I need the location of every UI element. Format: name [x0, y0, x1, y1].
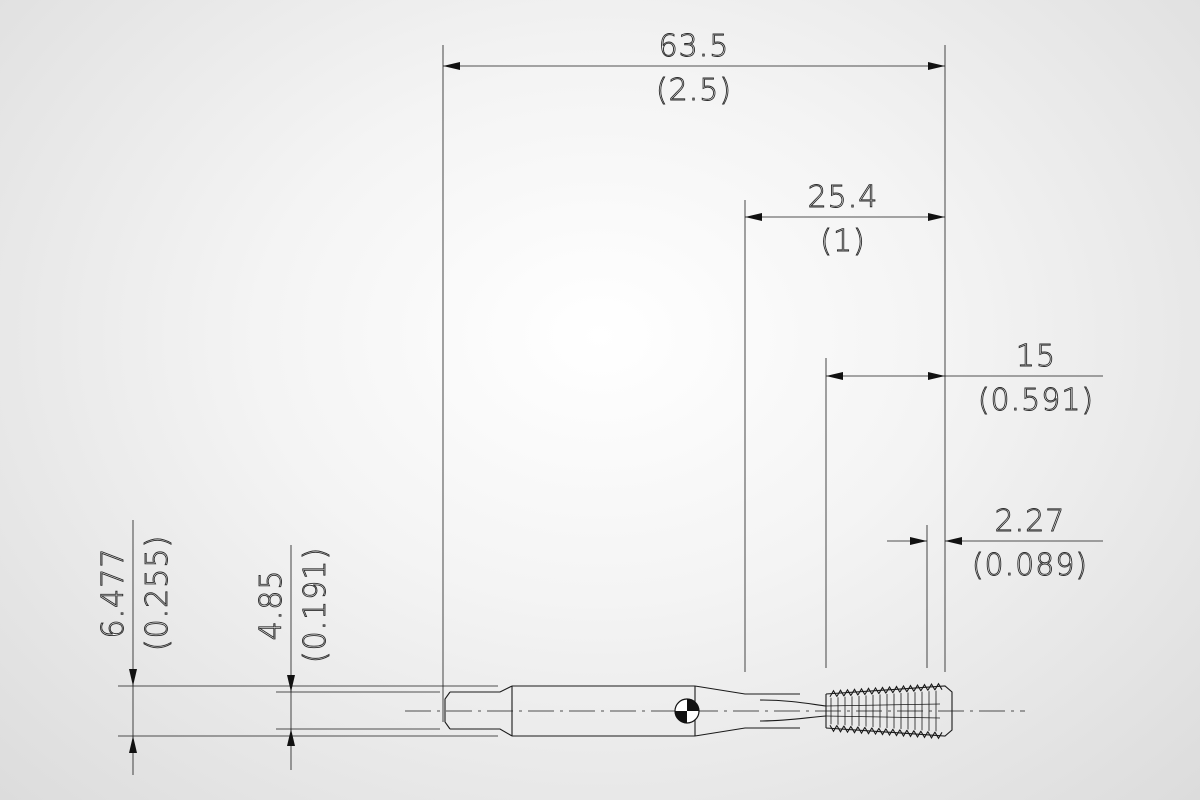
square-drive-end	[444, 691, 451, 730]
point-length-imperial: (0.089)	[972, 548, 1088, 583]
thread-length-dimension: 25.4 (1)	[744, 180, 945, 672]
square-size-imperial: (0.191)	[298, 547, 333, 663]
thread-flute-line-top	[825, 703, 941, 707]
neck-bottom	[694, 727, 800, 737]
arrow-head-top	[287, 675, 295, 692]
thread-teeth-top	[829, 682, 943, 698]
chamfer-length-imperial: (0.591)	[978, 383, 1094, 418]
square-size-metric: 4.85	[254, 570, 289, 641]
chamfer-length-dimension: 15 (0.591)	[825, 339, 1103, 668]
center-of-gravity-symbol	[674, 698, 700, 724]
arrow-head-left	[910, 537, 927, 545]
overall-length-dimension: 63.5 (2.5)	[442, 29, 946, 722]
square-drive-top	[450, 685, 513, 693]
thread-teeth	[829, 682, 943, 740]
point-length-metric: 2.27	[995, 504, 1066, 539]
thread-length-metric: 25.4	[808, 180, 879, 215]
neck-top	[694, 685, 800, 695]
arrow-head-left	[443, 62, 460, 70]
arrow-head-right	[928, 62, 945, 70]
arrow-head-bottom	[129, 736, 137, 753]
thread-flute-line-bottom	[825, 715, 941, 719]
thread-length-imperial: (1)	[820, 224, 866, 259]
square-drive-bottom	[450, 728, 513, 737]
arrow-head-right	[928, 213, 945, 221]
arrow-head-left	[826, 372, 843, 380]
tap-tool	[405, 682, 1025, 740]
chamfer-length-metric: 15	[1016, 339, 1056, 374]
shank-diameter-imperial: (0.255)	[140, 535, 175, 651]
thread-teeth-bottom	[829, 724, 943, 740]
arrow-head-top	[129, 669, 137, 686]
arrow-head-left	[745, 213, 762, 221]
thread-outline	[825, 685, 953, 737]
arrow-head-right	[928, 372, 945, 380]
point-length-dimension: 2.27 (0.089)	[887, 504, 1103, 668]
arrow-head-right	[945, 537, 962, 545]
shank-diameter-dimension: 6.477 (0.255)	[96, 520, 498, 775]
arrow-head-bottom	[287, 729, 295, 746]
shank-diameter-metric: 6.477	[96, 548, 131, 639]
square-size-dimension: 4.85 (0.191)	[254, 545, 440, 770]
flute-bottom	[759, 715, 827, 722]
overall-length-metric: 63.5	[659, 29, 730, 64]
overall-length-imperial: (2.5)	[656, 73, 732, 108]
flute-top	[759, 699, 827, 707]
